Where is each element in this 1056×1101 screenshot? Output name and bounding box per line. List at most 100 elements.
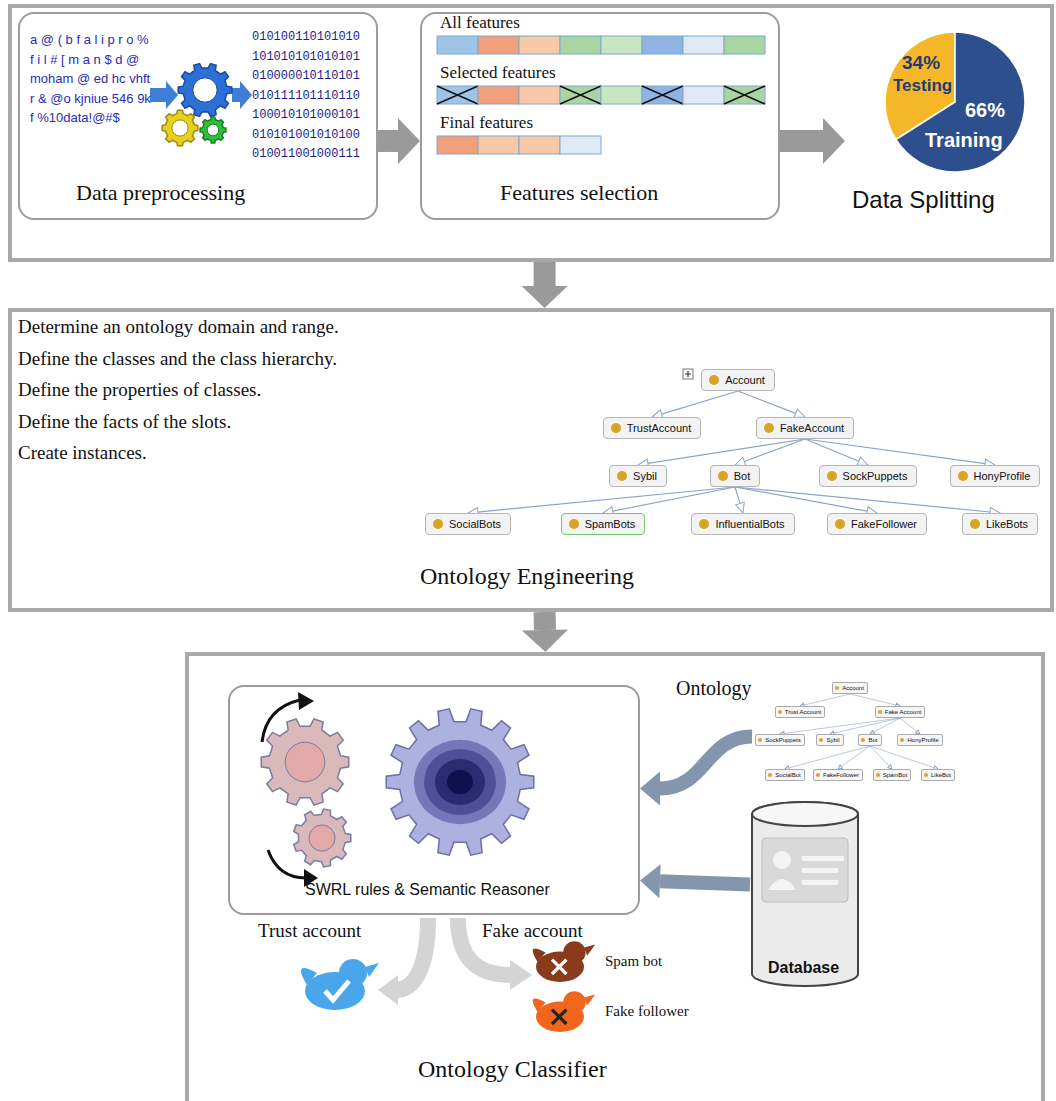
node-text: Ontology Classifier: [418, 1055, 607, 1084]
label-text: Fake account: [482, 920, 583, 943]
feature-bar: [437, 36, 765, 154]
node-text: SockPuppets: [765, 736, 800, 744]
cross-mark: [724, 86, 765, 104]
feature-cell: [478, 36, 519, 54]
node-text: Create instances.: [18, 442, 147, 465]
text-holder: SWRL rules & Semantic Reasoner: [305, 880, 550, 899]
trust-bird-icon: [365, 963, 379, 977]
cross-mark: [560, 86, 601, 104]
result-arrow: [510, 960, 532, 990]
node-text: Data Splitting: [852, 186, 995, 215]
node-text: Features selection: [500, 180, 658, 206]
mini-class-box: Sybil: [816, 734, 843, 746]
node-text: a @ ( b f a l i p r o % f i l # [ m a n …: [30, 30, 152, 128]
rotation-arrowhead: [298, 692, 314, 710]
node-text: Define the properties of classes.: [18, 379, 261, 402]
node-text: Final features: [440, 113, 533, 133]
node-text: Sybil: [826, 736, 839, 744]
plus-icon: [683, 369, 693, 379]
fake-bird-icon: [552, 960, 566, 974]
mini-class-box: HonyProfile: [897, 734, 942, 746]
node-text: TrustAccount: [627, 422, 691, 434]
fake-bird-icon: [584, 944, 595, 955]
class-box: Account: [701, 369, 775, 391]
node-text: SocialBot: [775, 771, 800, 779]
node-text: FakeFollower: [823, 771, 859, 779]
connector-arrow: [900, 718, 917, 732]
node-text: Account: [725, 374, 765, 386]
pie-slice: [896, 32, 1025, 172]
process-box: a @ ( b f a l i p r o % f i l # [ m a n …: [18, 12, 378, 220]
text-holder: Ontology Engineering: [420, 562, 634, 591]
feature-cell: [560, 36, 601, 54]
node-text: SWRL rules & Semantic Reasoner: [305, 880, 550, 899]
connector-arrow: [613, 487, 735, 511]
label-text: Spam bot: [605, 952, 662, 970]
cylinder-top: [752, 802, 858, 826]
feature-cell: [683, 86, 724, 104]
node-text: Testing: [893, 76, 952, 96]
class-box: SockPuppets: [819, 465, 918, 487]
gear-ring: [414, 740, 506, 825]
fake-bird-icon: [552, 1010, 566, 1024]
fake-bird-icon: [533, 998, 546, 1012]
text-holder: Ontology Classifier: [418, 1055, 607, 1084]
trust-bird-icon: [325, 981, 349, 1000]
node-text: FakeFollower: [851, 518, 917, 530]
profile-card: [762, 838, 848, 902]
node-text: SpamBot: [883, 771, 908, 779]
text-holder: Define the facts of the slots.: [18, 411, 231, 434]
node-text: Data preprocessing: [76, 180, 245, 206]
text-holder: a @ ( b f a l i p r o % f i l # [ m a n …: [30, 30, 152, 128]
reasoner-box: SWRL rules & Semantic Reasoner: [228, 685, 640, 915]
connector-arrow: [780, 130, 823, 152]
class-box: FakeAccount: [756, 417, 854, 439]
feature-cell: [519, 36, 560, 54]
gear-icon: [386, 709, 534, 855]
mini-class-box: SocialBot: [765, 769, 804, 781]
connector-arrow: [478, 487, 735, 512]
connector-arrow: [874, 718, 900, 732]
node-text: HonyProfile: [907, 736, 938, 744]
gear-ring: [424, 749, 496, 815]
connector-arrow: [735, 487, 990, 512]
result-arrow: [396, 918, 428, 990]
node-text: LikeBot: [931, 771, 951, 779]
panel: SWRL rules & Semantic Reasoner AccountTru…: [185, 652, 1045, 1101]
text-holder: Testing: [893, 76, 952, 96]
connector-arrow: [534, 262, 556, 286]
gear-hub: [172, 120, 188, 136]
connector-arrow: [850, 694, 896, 705]
connector-arrow: [744, 439, 805, 462]
feature-cell: [560, 136, 601, 154]
gear-hub: [193, 78, 217, 102]
ontology-group: AccountTrust AccountFake AccountSockPupp…: [752, 678, 960, 795]
feature-cell: [601, 86, 642, 104]
node-text: Determine an ontology domain and range.: [18, 316, 339, 339]
feature-cell: [519, 136, 560, 154]
fake-bird-icon: [533, 948, 546, 962]
connector-arrow: [789, 746, 870, 768]
connector-arrow: [660, 737, 752, 789]
text-holder: 66%: [965, 98, 1005, 122]
node-text: SocialBots: [449, 518, 501, 530]
mini-class-box: SockPuppets: [755, 734, 804, 746]
connector-arrow: [660, 881, 750, 884]
feature-cell: [437, 136, 478, 154]
connector-arrow: [735, 487, 740, 503]
gear-icon: [178, 64, 232, 117]
mini-class-box: Fake Account: [875, 706, 925, 718]
text-holder: Fake follower: [605, 1002, 689, 1020]
node-text: 010100110101010 101010101010101 01000001…: [252, 28, 364, 165]
connector-arrow: [534, 612, 556, 630]
gear-ring: [447, 770, 473, 794]
node-text: Fake Account: [885, 708, 921, 716]
text-holder: Database: [768, 958, 839, 977]
node-text: 34%: [902, 52, 940, 75]
connector-arrow: [804, 694, 850, 705]
text-holder: Final features: [440, 113, 533, 133]
text-holder: Create instances.: [18, 442, 147, 465]
feature-cell: [642, 86, 683, 104]
trust-bird-icon: [339, 959, 367, 987]
result-arrow: [378, 975, 398, 1005]
